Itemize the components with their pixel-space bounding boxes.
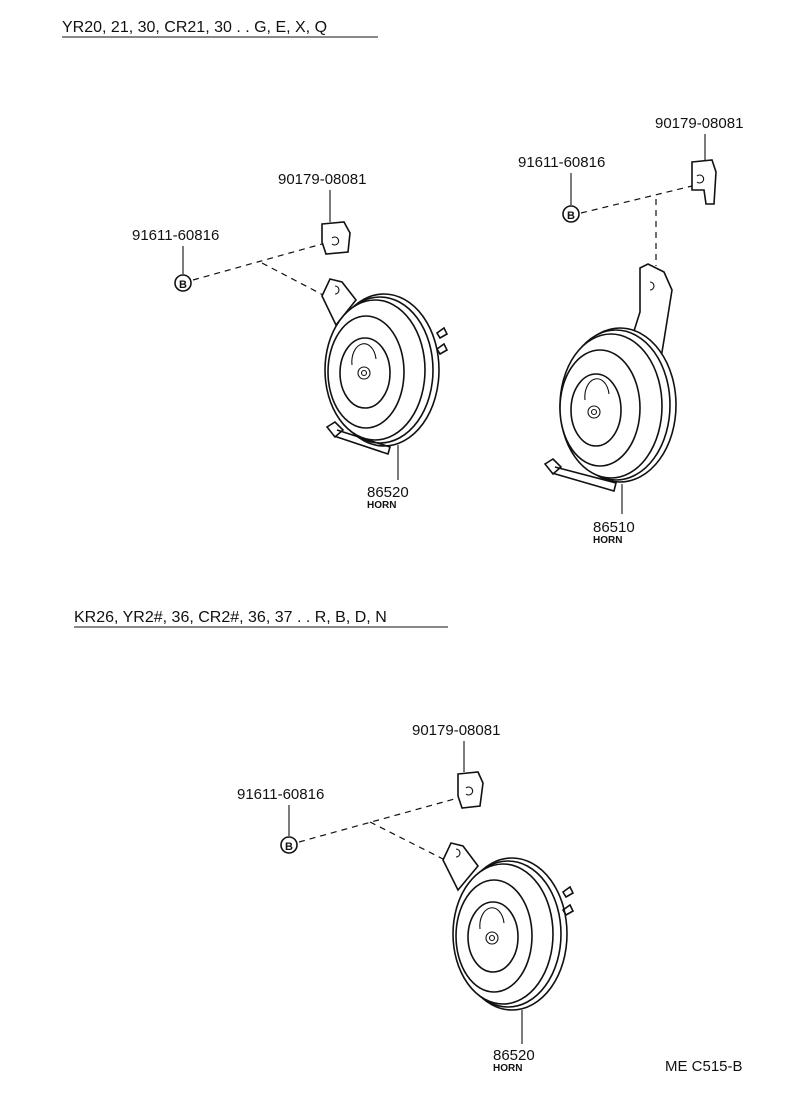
bracket-b-part-number: 90179-08081 [655, 115, 743, 132]
section-heading-2: KR26, YR2#, 36, CR2#, 36, 37 . . R, B, D… [74, 609, 387, 626]
bolt-a-part-number: 91611-60816 [132, 227, 219, 244]
bolt-a-marker [174, 274, 192, 292]
section-heading-1: YR20, 21, 30, CR21, 30 . . G, E, X, Q [62, 19, 327, 36]
bolt-b-marker [562, 205, 580, 223]
bolt-c-part-number: 91611-60816 [237, 786, 324, 803]
horn-assembly-a: 91611-60816 B 90179-08081 [132, 171, 449, 511]
bracket-a [321, 221, 351, 255]
horn-c-name: HORN [493, 1063, 522, 1074]
bracket-c-part-number: 90179-08081 [412, 722, 500, 739]
diagram-code: ME C515-B [665, 1058, 743, 1075]
horn-a-part-number: 86520 [367, 484, 409, 501]
horn-b-part-number: 86510 [593, 519, 635, 536]
horn-c-part-number: 86520 [493, 1047, 535, 1064]
horn-assembly-b: 91611-60816 B 90179-08081 86510 HORN [518, 115, 743, 546]
bolt-c-marker-letter: B [285, 841, 293, 853]
bracket-c [457, 771, 484, 809]
horn-a-body [321, 278, 449, 480]
bracket-a-part-number: 90179-08081 [278, 171, 366, 188]
bolt-a-marker-letter: B [179, 279, 187, 291]
horn-c-body [442, 842, 575, 1044]
bolt-c-marker [280, 836, 298, 854]
horn-a-name: HORN [367, 500, 396, 511]
bracket-b [691, 159, 717, 205]
horn-b-name: HORN [593, 535, 622, 546]
horn-b-body [543, 263, 677, 514]
horn-assembly-c: 91611-60816 B 90179-08081 86520 HORN [237, 722, 575, 1074]
bolt-b-marker-letter: B [567, 210, 575, 222]
bolt-b-part-number: 91611-60816 [518, 154, 605, 171]
